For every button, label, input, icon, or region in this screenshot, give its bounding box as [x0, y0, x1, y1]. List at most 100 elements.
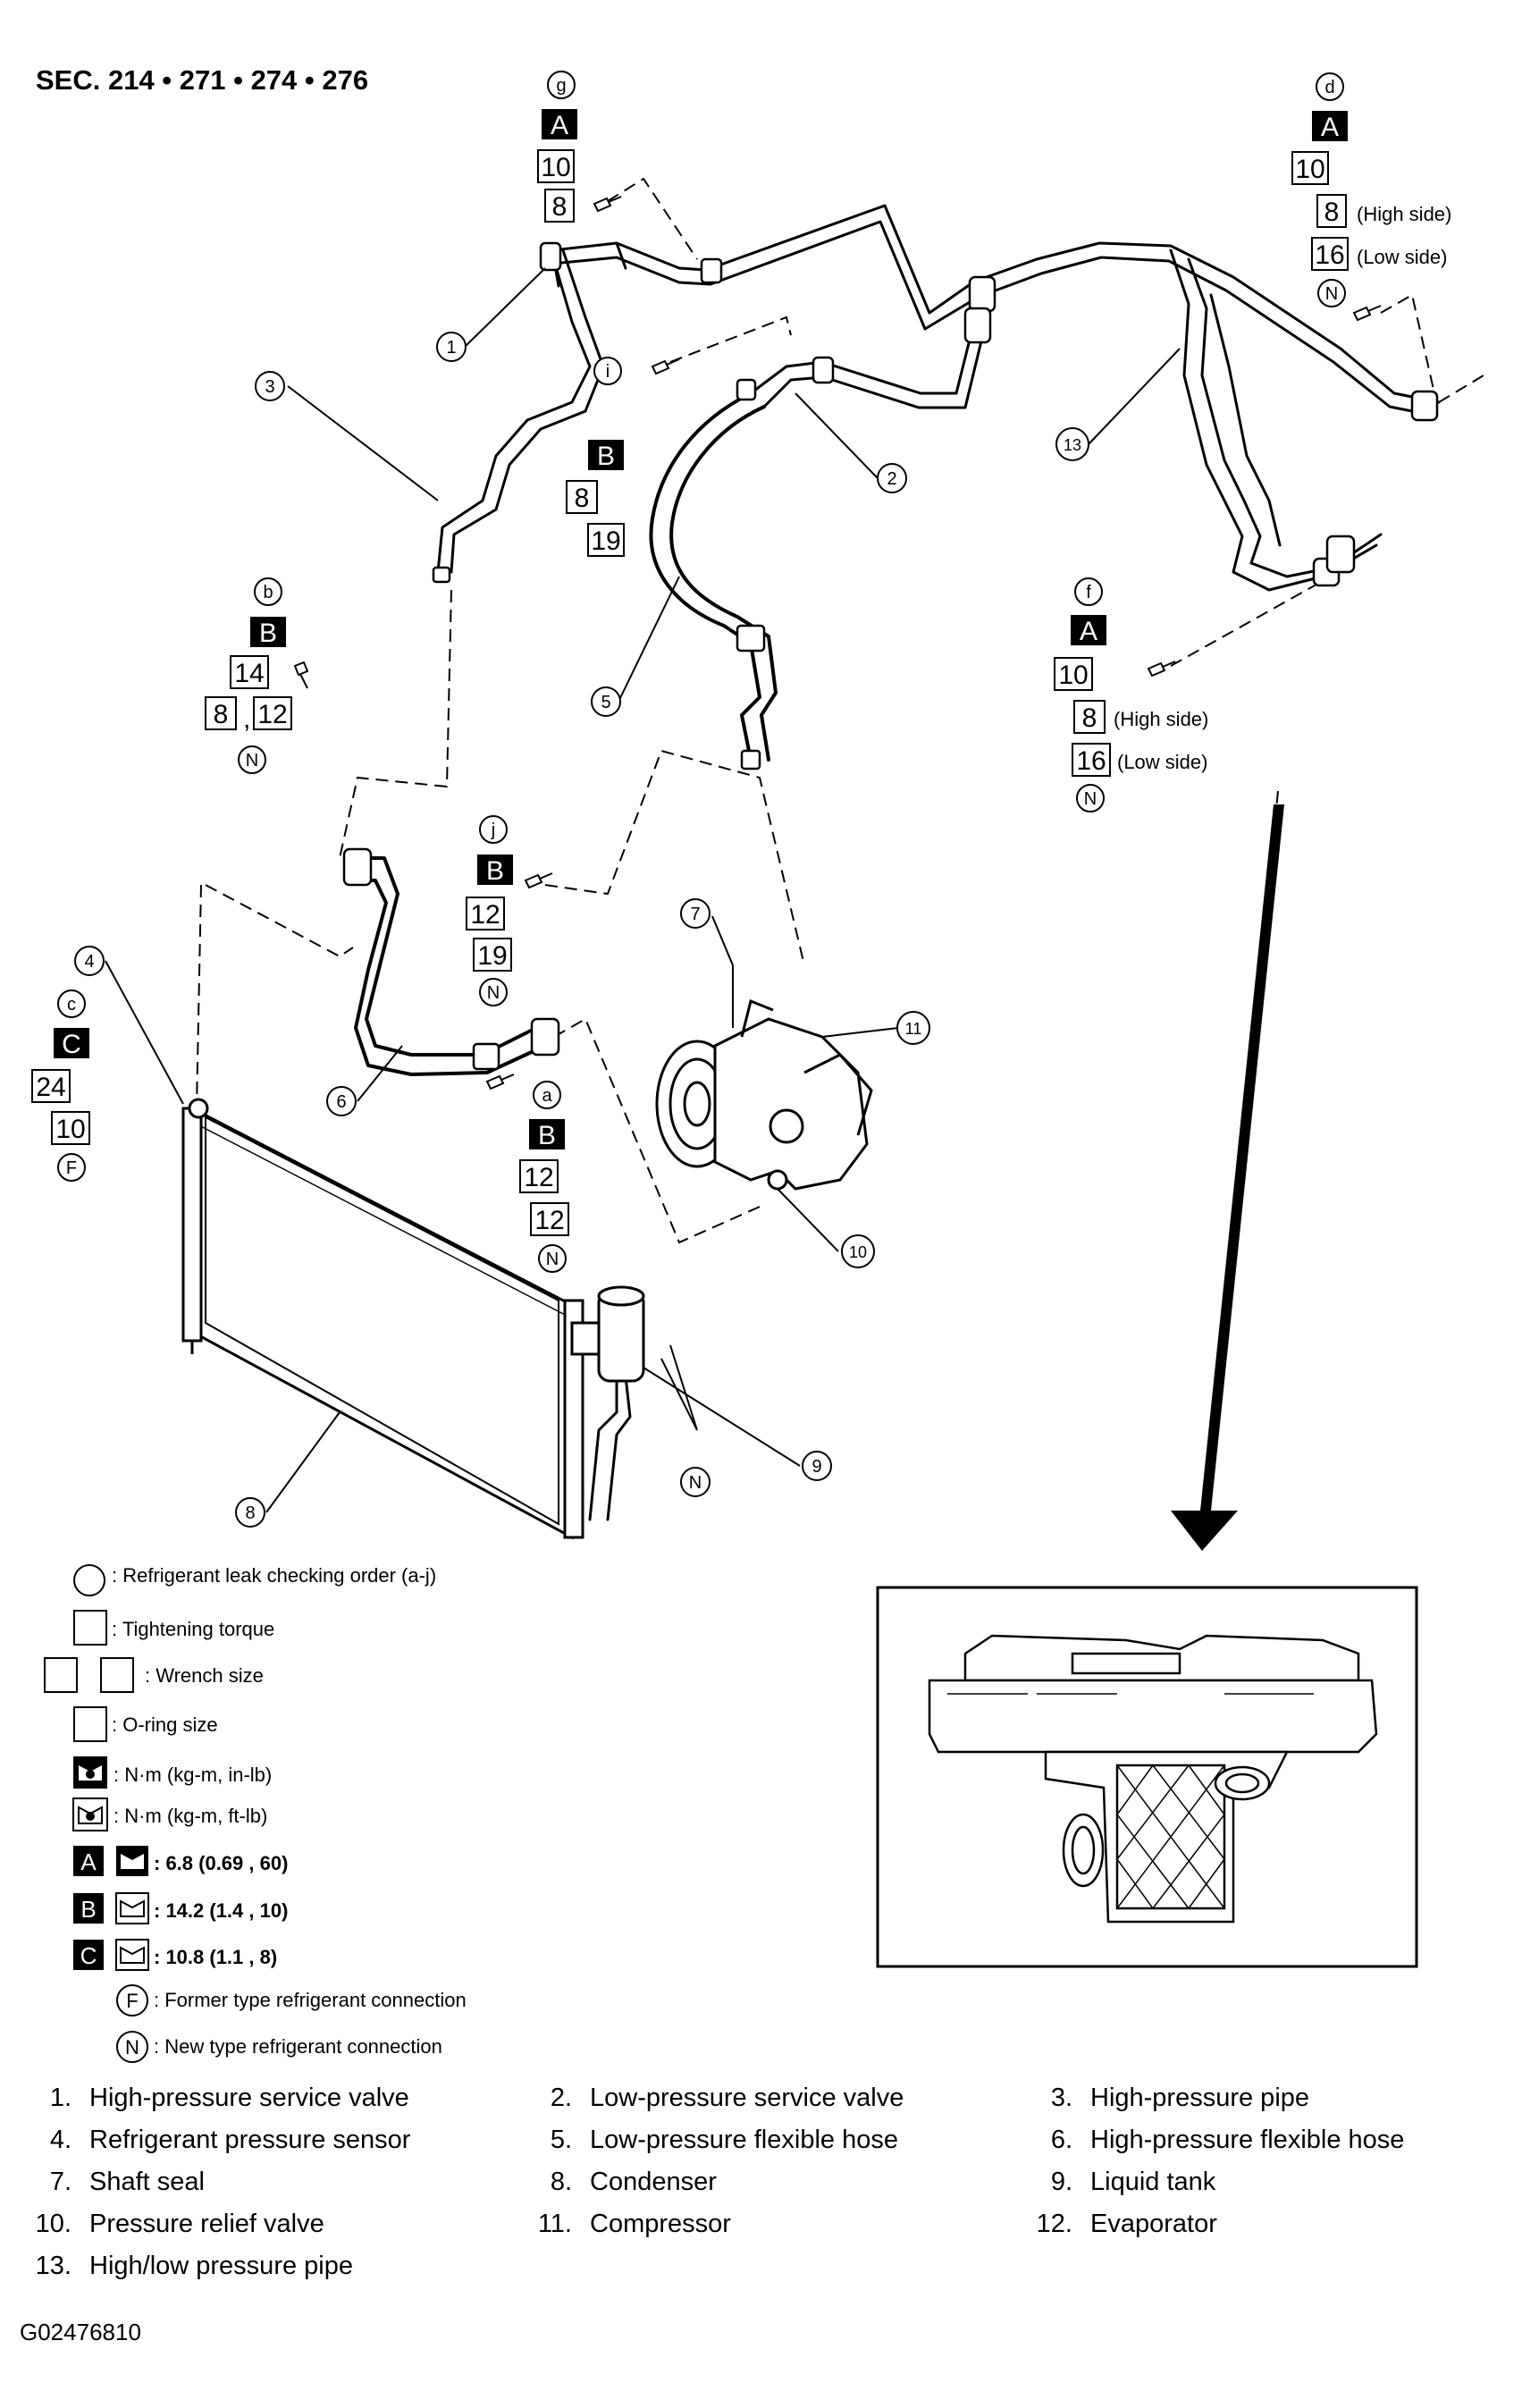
torque-c-wrench-icon — [115, 1939, 149, 1971]
part-item: 7.Shaft seal — [49, 2168, 205, 2196]
svg-text:(High side): (High side) — [1357, 203, 1451, 225]
bolt-d — [1352, 305, 1382, 322]
part-item: 8.Condenser — [550, 2168, 717, 2196]
svg-text:10: 10 — [541, 153, 570, 182]
part-marker-4: 4 — [74, 946, 105, 976]
svg-text:: Tightening torque: : Tightening torque — [112, 1618, 274, 1640]
bolts — [293, 196, 1382, 1090]
svg-text:8: 8 — [552, 192, 568, 222]
svg-text:B: B — [80, 1896, 96, 1923]
dash-i — [669, 316, 792, 363]
svg-text:A: A — [551, 111, 568, 140]
svg-text:B: B — [597, 442, 615, 471]
torque-wrench-outline-icon — [72, 1798, 108, 1831]
svg-text:10: 10 — [55, 1115, 85, 1144]
svg-text:16: 16 — [1076, 746, 1106, 776]
svg-text:8: 8 — [575, 484, 590, 513]
svg-text:g: g — [556, 76, 566, 96]
svg-text:N: N — [689, 1473, 702, 1493]
dash-a — [553, 1017, 761, 1244]
condenser-frame — [205, 1116, 559, 1526]
svg-text:(High side): (High side) — [1114, 708, 1208, 730]
bolt-g — [593, 196, 622, 213]
part-marker-7: 7 — [680, 898, 711, 929]
upper-main-pipe — [551, 204, 1441, 404]
condenser-n-mark: N — [680, 1467, 711, 1497]
svg-text:i: i — [606, 362, 610, 382]
bolt-f — [1147, 661, 1176, 678]
svg-text:(Low side): (Low side) — [1117, 751, 1207, 773]
low-pressure-hose-5-inner — [669, 405, 778, 762]
liquid-tank-pipes — [588, 1375, 632, 1521]
callout-i: i B 8 19 — [566, 357, 625, 557]
svg-text:c: c — [67, 995, 76, 1015]
part-item: 12.Evaporator — [1036, 2210, 1217, 2238]
condenser-left-tank — [181, 1107, 203, 1343]
part-item: 3.High-pressure pipe — [1050, 2084, 1310, 2112]
svg-text:A: A — [1321, 113, 1339, 142]
part-item: 10.Pressure relief valve — [35, 2210, 324, 2238]
svg-text:,: , — [243, 704, 250, 734]
callout-c: c C 24 10 F — [31, 989, 90, 1182]
callout-j: j B 12 19 N — [466, 815, 513, 1006]
svg-text:(Low side): (Low side) — [1357, 246, 1447, 268]
bolt-i — [651, 358, 680, 375]
svg-text:8: 8 — [245, 1503, 255, 1523]
svg-text:24: 24 — [36, 1073, 65, 1102]
part-item: 5.Low-pressure flexible hose — [550, 2126, 898, 2154]
condenser-right-tank — [563, 1299, 584, 1539]
svg-text:: Refrigerant leak checking or: : Refrigerant leak checking order (a-j) — [112, 1564, 436, 1587]
bolt-j — [524, 872, 553, 889]
svg-text:N: N — [1325, 284, 1338, 304]
evaporator-inset — [876, 1586, 1418, 1968]
svg-text:9: 9 — [811, 1457, 821, 1477]
svg-text:13: 13 — [1064, 436, 1081, 454]
svg-text:N: N — [246, 751, 258, 770]
high-pressure-hose-6 — [347, 856, 538, 1057]
legend: : Refrigerant leak checking order (a-j) … — [44, 1564, 467, 2063]
part-marker-11: 11 — [896, 1011, 930, 1045]
svg-text:2: 2 — [887, 469, 896, 489]
svg-text:12: 12 — [524, 1163, 553, 1192]
svg-text:12: 12 — [470, 900, 500, 930]
svg-text:12: 12 — [257, 700, 287, 729]
torque-callouts: g A 10 8 d A 10 8 (High side) 16 (Low si… — [31, 71, 1451, 1497]
svg-text:A: A — [80, 1848, 97, 1875]
condenser — [181, 1098, 584, 1540]
pipe-13-descent-b — [1187, 257, 1333, 578]
svg-text:f: f — [1086, 583, 1091, 602]
part-marker-2: 2 — [877, 463, 907, 493]
low-pressure-hose-5 — [649, 392, 761, 762]
condenser-body — [190, 1106, 574, 1540]
dash-g — [607, 177, 698, 260]
svg-text:N: N — [487, 983, 500, 1003]
torque-b-wrench-icon — [115, 1892, 149, 1924]
svg-text:: N·m (kg-m, ft-lb): : N·m (kg-m, ft-lb) — [114, 1805, 267, 1827]
svg-text:N: N — [1084, 789, 1097, 809]
svg-text:B: B — [538, 1121, 556, 1150]
svg-text:4: 4 — [84, 952, 94, 972]
svg-text:A: A — [1080, 617, 1097, 646]
part-item: 11.Compressor — [537, 2210, 731, 2238]
document-code: G02476810 — [20, 2319, 141, 2345]
torque-a-wrench-icon — [116, 1846, 148, 1876]
svg-text:N: N — [125, 2036, 139, 2059]
svg-text:3: 3 — [265, 377, 274, 397]
low-pressure-pipe-2 — [749, 320, 976, 395]
svg-text:10: 10 — [1295, 155, 1324, 184]
svg-text:F: F — [126, 1990, 138, 2012]
svg-text:: 14.2 (1.4 , 10): : 14.2 (1.4 , 10) — [154, 1899, 288, 1922]
svg-text:: 10.8 (1.1 , 8): : 10.8 (1.1 , 8) — [154, 1946, 277, 1968]
pipe-fittings — [342, 241, 1439, 1071]
svg-text:19: 19 — [591, 526, 620, 556]
dash-upper-right — [1438, 375, 1484, 403]
part-marker-8: 8 — [235, 1497, 265, 1528]
svg-text:j: j — [491, 821, 495, 840]
svg-text:b: b — [263, 583, 273, 602]
svg-text:N: N — [546, 1250, 559, 1269]
svg-text:: New type refrigerant connect: : New type refrigerant connection — [154, 2035, 442, 2058]
svg-text:: Wrench size: : Wrench size — [145, 1664, 264, 1687]
compressor — [655, 998, 873, 1191]
svg-text:10: 10 — [1058, 661, 1088, 690]
